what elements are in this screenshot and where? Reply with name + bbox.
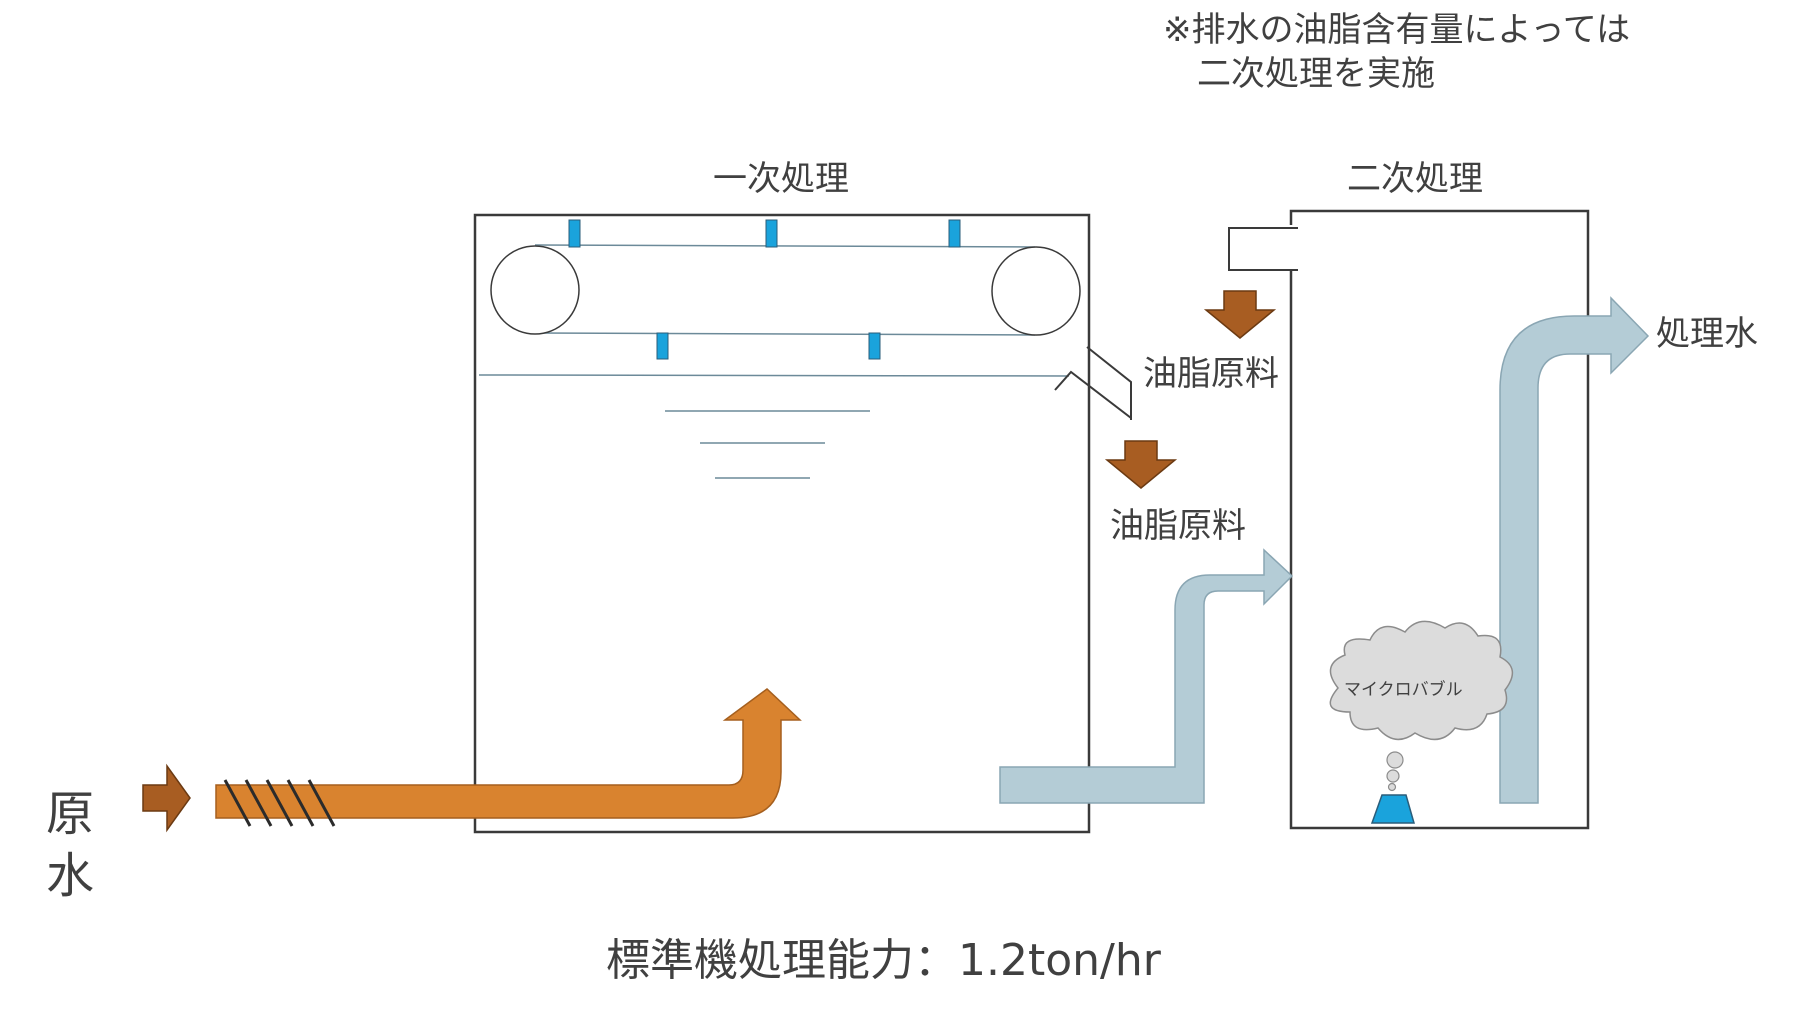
- transfer-pipe: [999, 548, 1294, 804]
- raw-water-label-2: 水: [46, 848, 94, 904]
- note-line-1: ※排水の油脂含有量によっては: [1163, 10, 1630, 50]
- microbubble-label: マイクロバブル: [1344, 679, 1463, 700]
- bubble: [1387, 782, 1397, 792]
- note-line-2: 二次処理を実施: [1197, 54, 1435, 94]
- primary-tank-title: 一次処理: [713, 159, 849, 199]
- capacity-caption: 標準機処理能力：1.2ton/hr: [606, 935, 1162, 986]
- grease-label-secondary: 油脂原料: [1143, 354, 1279, 394]
- microbubble-cloud: [1329, 620, 1514, 741]
- grease-label-primary: 油脂原料: [1110, 506, 1246, 546]
- treated-water-pipe: [1499, 296, 1650, 804]
- secondary-tank-title: 二次処理: [1347, 159, 1483, 199]
- bubble: [1386, 751, 1404, 769]
- conveyor-pulley-left: [490, 245, 580, 335]
- primary-tank: [473, 213, 1132, 834]
- treated-water-label: 処理水: [1656, 314, 1758, 354]
- raw-water-arrow: [142, 763, 191, 833]
- scraper-block: [568, 219, 581, 248]
- grease-output-arrow-primary: [1104, 440, 1178, 489]
- secondary-inlet-hopper: [1228, 227, 1298, 271]
- raw-water-label-1: 原: [46, 786, 94, 842]
- scraper-block: [656, 332, 669, 360]
- discharge-chute-lower: [1086, 346, 1132, 420]
- conveyor-belt-bottom: [534, 332, 1036, 336]
- microbubble-generator: [1370, 794, 1415, 824]
- primary-tank-body: [473, 213, 1091, 834]
- water-surface: [478, 374, 1070, 377]
- screw-conveyor: [223, 779, 336, 827]
- grease-output-arrow-secondary: [1203, 290, 1277, 339]
- bubble: [1386, 769, 1400, 783]
- scraper-block: [765, 219, 778, 248]
- cloud-shape: [1329, 620, 1514, 741]
- raw-water-pipe: [215, 688, 802, 819]
- scraper-block: [868, 332, 881, 360]
- conveyor-pulley-right: [991, 246, 1081, 336]
- scraper-block: [948, 219, 961, 248]
